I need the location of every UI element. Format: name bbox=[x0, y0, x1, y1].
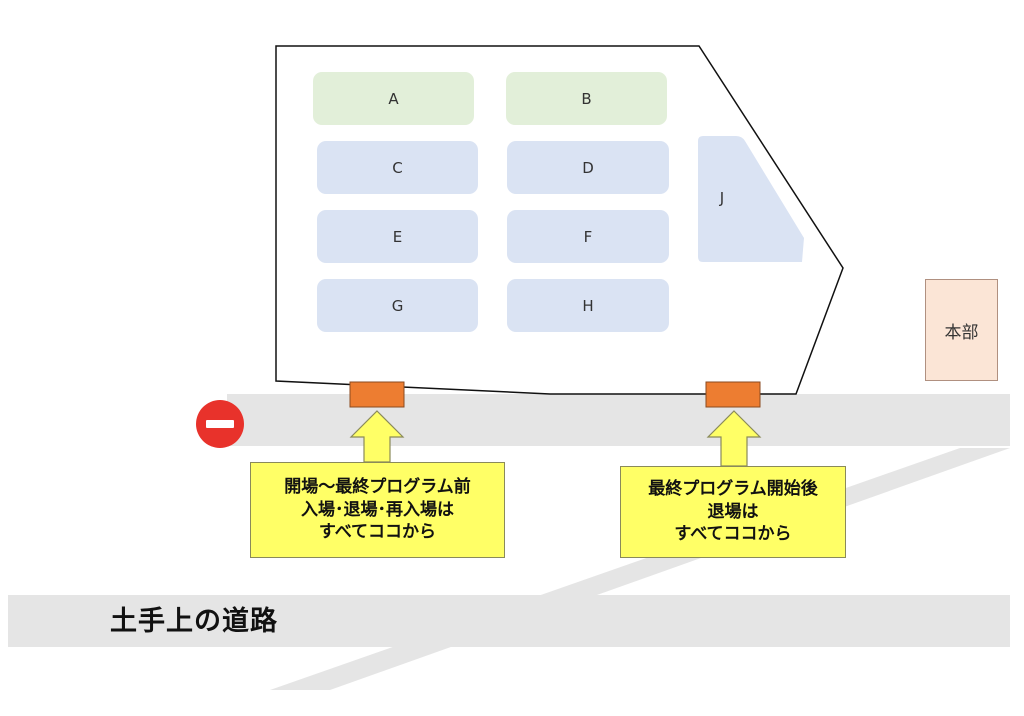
zone-label: F bbox=[583, 227, 593, 246]
road-label: 土手上の道路 bbox=[110, 606, 278, 637]
zone-E: E bbox=[317, 210, 478, 263]
zone-label: G bbox=[391, 296, 404, 315]
zone-label: J bbox=[719, 189, 725, 207]
no-entry-icon bbox=[196, 400, 244, 448]
zone-label: E bbox=[392, 227, 403, 246]
callout-line: 最終プログラム開始後 bbox=[648, 479, 818, 500]
callout-line: すべてココから bbox=[318, 522, 437, 543]
callout-line: 開場～最終プログラム前 bbox=[284, 477, 471, 498]
zone-G: G bbox=[317, 279, 478, 332]
zone-label: H bbox=[582, 296, 594, 315]
zone-C: C bbox=[317, 141, 478, 194]
zone-J-shape bbox=[698, 136, 804, 262]
zone-D: D bbox=[507, 141, 669, 194]
zone-H: H bbox=[507, 279, 669, 332]
zone-A: A bbox=[313, 72, 474, 125]
zone-label: B bbox=[581, 89, 592, 108]
callout-line: 退場は bbox=[707, 501, 759, 522]
zone-B: B bbox=[506, 72, 667, 125]
zone-J: J bbox=[710, 186, 734, 210]
zone-label: D bbox=[582, 158, 594, 177]
zone-label: A bbox=[388, 89, 399, 108]
callout-line: すべてココから bbox=[674, 524, 792, 545]
zone-label: C bbox=[392, 158, 403, 177]
headquarters-label: 本部 bbox=[944, 322, 979, 343]
callout-main-entrance: 開場～最終プログラム前 入場･退場･再入場は すべてココから bbox=[250, 462, 505, 558]
zone-F: F bbox=[507, 210, 669, 263]
no-entry-bar bbox=[206, 420, 234, 428]
headquarters-building: 本部 bbox=[925, 279, 998, 381]
front-road bbox=[227, 394, 1010, 446]
gate-exit bbox=[705, 381, 761, 408]
embankment-road bbox=[8, 595, 1010, 647]
callout-line: 入場･退場･再入場は bbox=[301, 499, 454, 520]
callout-exit: 最終プログラム開始後 退場は すべてココから bbox=[620, 466, 846, 558]
gate-main bbox=[349, 381, 405, 408]
